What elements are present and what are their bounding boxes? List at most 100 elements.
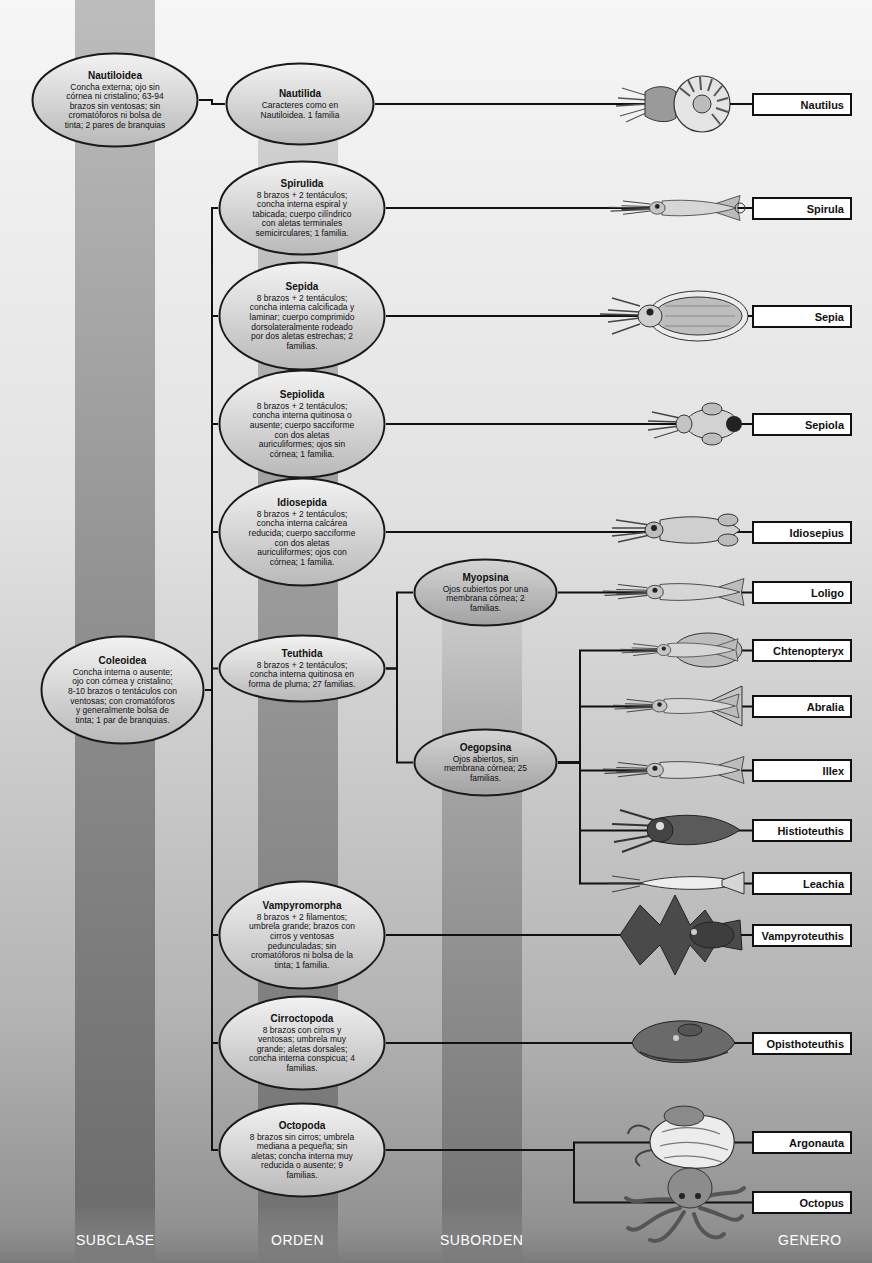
tree-connector <box>558 651 752 763</box>
ellipse-shape <box>220 263 385 370</box>
bottom-shade <box>0 1205 872 1263</box>
opisthoteuthis-drawing <box>632 1021 735 1063</box>
ellipse-shape <box>220 371 385 478</box>
genus-box: Abralia <box>752 695 852 718</box>
genus-name: Spirula <box>807 203 844 215</box>
column-heading: ORDEN <box>271 1232 324 1248</box>
genus-name: Sepiola <box>805 419 844 431</box>
taxon-name: Nautilida <box>250 88 350 100</box>
taxon-ellipse: Octopoda8 brazos sin cirros; umbrela med… <box>218 1102 386 1198</box>
genus-box: Spirula <box>752 197 852 220</box>
taxon-name: Vampyromorpha <box>246 900 358 912</box>
taxon-ellipse: MyopsinaOjos cubiertos por una membrana … <box>413 558 558 627</box>
tree-connector <box>199 100 225 104</box>
tree-connector <box>558 763 752 884</box>
tree-connector <box>205 424 218 690</box>
genus-box: Leachia <box>752 872 852 895</box>
idiosepius-drawing <box>612 514 740 546</box>
genus-box: Illex <box>752 759 852 782</box>
genus-box: Idiosepius <box>752 521 852 544</box>
chtenopteryx-drawing <box>620 633 742 667</box>
illex-drawing <box>603 757 744 784</box>
taxon-description: Ojos cubiertos por una membrana córnea; … <box>438 585 534 614</box>
taxon-description: 8 brazos + 2 tentáculos; concha interna … <box>246 191 358 239</box>
ellipse-shape <box>415 560 557 626</box>
ellipse-shape <box>220 162 385 255</box>
taxon-name: Myopsina <box>438 572 534 584</box>
genus-box: Argonauta <box>752 1131 852 1154</box>
taxon-description: Concha externa; ojo sin córnea ni crista… <box>59 83 171 131</box>
taxon-ellipse: OegopsinaOjos abiertos, sin membrana cór… <box>413 728 558 797</box>
loligo-drawing <box>603 579 744 606</box>
tree-connector <box>386 669 413 763</box>
abralia-drawing <box>613 686 742 726</box>
genus-name: Leachia <box>803 878 844 890</box>
taxon-name: Spirulida <box>246 178 358 190</box>
spirula-drawing <box>609 196 745 221</box>
genus-box: Chtenopteryx <box>752 639 852 662</box>
taxon-description: Concha interna o ausente; ojo con córnea… <box>68 668 178 725</box>
vampyroteuthis-drawing <box>620 895 742 975</box>
genus-box: Opisthoteuthis <box>752 1032 852 1055</box>
genus-box: Octopus <box>752 1191 852 1214</box>
genus-name: Illex <box>823 765 844 777</box>
genus-box: Sepiola <box>752 413 852 436</box>
genus-name: Nautilus <box>801 99 844 111</box>
taxon-ellipse: Vampyromorpha8 brazos + 2 filamentos; um… <box>218 880 386 990</box>
taxon-ellipse: Cirroctopoda8 brazos con cirros y ventos… <box>218 995 386 1091</box>
column-heading: SUBCLASE <box>76 1232 155 1248</box>
taxon-description: 8 brazos + 2 tentáculos; concha interna … <box>246 402 358 459</box>
taxon-name: Sepida <box>246 281 358 293</box>
octopus-drawing <box>626 1168 744 1241</box>
genus-box: Sepia <box>752 305 852 328</box>
taxon-description: 8 brazos + 2 tentáculos; concha interna … <box>246 294 358 351</box>
genus-name: Loligo <box>811 587 844 599</box>
genus-name: Idiosepius <box>790 527 844 539</box>
taxon-description: 8 brazos + 2 tentáculos; concha interna … <box>246 661 358 690</box>
taxon-name: Oegopsina <box>438 742 534 754</box>
taxon-name: Idiosepida <box>246 497 358 509</box>
tree-connector <box>205 690 218 1150</box>
ellipse-shape <box>42 637 204 744</box>
argonauta-drawing <box>628 1106 734 1168</box>
genus-name: Histioteuthis <box>777 825 844 837</box>
taxon-description: 8 brazos con cirros y ventosas; umbrela … <box>246 1026 358 1074</box>
taxon-description: 8 brazos + 2 tentáculos; concha interna … <box>246 510 358 567</box>
genus-name: Octopus <box>799 1197 844 1209</box>
taxon-ellipse: Spirulida8 brazos + 2 tentáculos; concha… <box>218 160 386 256</box>
taxon-description: Ojos abiertos, sin membrana córnea; 25 f… <box>438 755 534 784</box>
column-heading: GENERO <box>778 1232 842 1248</box>
taxon-ellipse: Idiosepida8 brazos + 2 tentáculos; conch… <box>218 477 386 587</box>
tree-connector <box>205 208 218 690</box>
taxon-name: Cirroctopoda <box>246 1013 358 1025</box>
histioteuthis-drawing <box>612 810 740 852</box>
taxon-description: Caracteres como en Nautiloidea. 1 famili… <box>250 101 350 120</box>
taxon-ellipse: Teuthida8 brazos + 2 tentáculos; concha … <box>218 634 386 703</box>
genus-box: Loligo <box>752 581 852 604</box>
genus-name: Opisthoteuthis <box>766 1038 844 1050</box>
taxon-ellipse: ColeoideaConcha interna o ausente; ojo c… <box>40 635 205 745</box>
ellipse-shape <box>220 997 385 1090</box>
genus-name: Chtenopteryx <box>773 645 844 657</box>
ellipse-shape <box>227 64 374 145</box>
nautilus-drawing <box>616 76 730 132</box>
suborder-band <box>442 560 522 1263</box>
ellipse-shape <box>415 730 557 796</box>
genus-box: Vampyroteuthis <box>752 924 852 947</box>
tree-connector <box>205 316 218 690</box>
taxon-name: Teuthida <box>246 648 358 660</box>
ellipse-shape <box>220 479 385 586</box>
ellipse-shape <box>33 54 198 147</box>
genus-name: Abralia <box>807 701 844 713</box>
taxon-ellipse: NautilidaCaracteres como en Nautiloidea.… <box>225 62 375 146</box>
genus-name: Argonauta <box>789 1137 844 1149</box>
genus-name: Vampyroteuthis <box>761 930 844 942</box>
taxon-ellipse: NautiloideaConcha externa; ojo sin córne… <box>31 52 199 148</box>
genus-box: Histioteuthis <box>752 819 852 842</box>
sepia-drawing <box>600 291 748 341</box>
genus-name: Sepia <box>815 311 844 323</box>
ellipse-shape <box>220 1104 385 1197</box>
